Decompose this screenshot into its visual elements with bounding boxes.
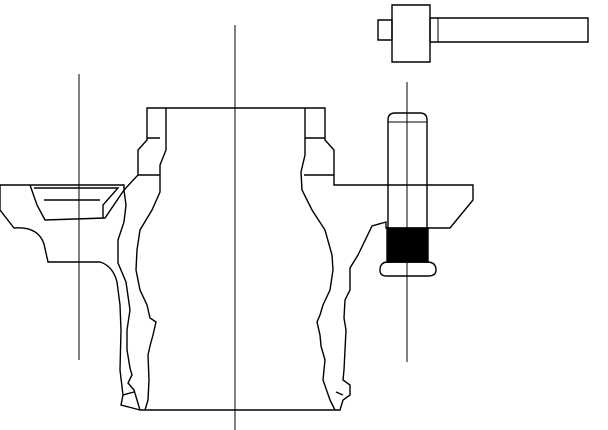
press-tool-bar [429,17,589,43]
hub-body [117,107,474,411]
bore-right-wall [300,108,336,411]
hub-bottom-lip [122,391,344,396]
press-tool-body [391,4,431,63]
flange-left [0,184,141,411]
stud-bolt-head [379,261,437,277]
stud-bolt-thread [386,227,429,263]
flange-left-recess [34,187,120,218]
bore-left-wall [135,108,167,411]
press-tool-handle [377,19,393,41]
bore-inner-step-left [138,137,160,176]
stud-bolt-shank [387,112,428,263]
bore-inner-step-right [304,137,334,176]
